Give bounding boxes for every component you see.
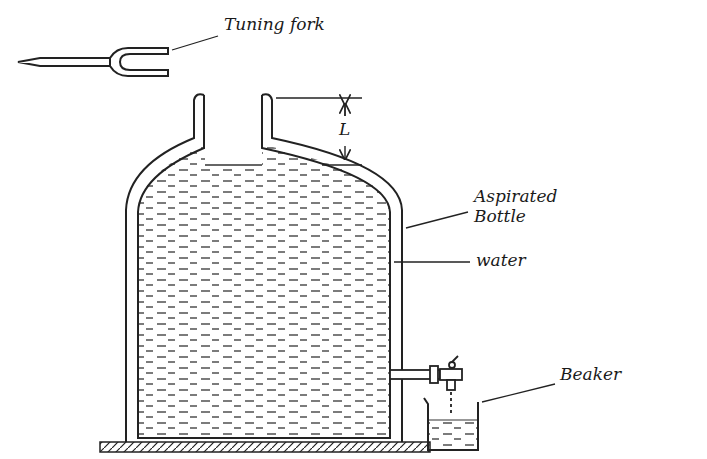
water-surface [205,164,262,165]
leader-line [394,261,470,262]
part-label: Tuning fork [224,14,364,34]
part-label: water [476,250,566,270]
leader-line [482,384,555,402]
tuning-fork [18,48,168,76]
part-label: Beaker [560,364,660,384]
part-label: Aspirated Bottle [474,186,584,227]
aspirator-bottle [126,94,402,442]
beaker [424,398,478,450]
base-plate [100,442,430,452]
length-dimension [276,98,362,165]
leader-line [172,36,218,50]
dimension-label: L [339,119,355,139]
leader-line [406,212,468,228]
tap [390,356,462,415]
water [138,145,390,438]
